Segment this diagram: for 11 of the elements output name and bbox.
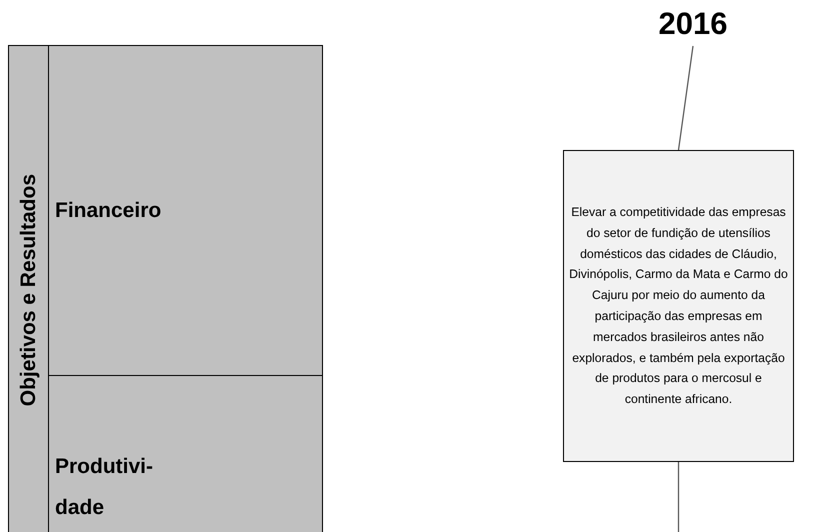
header-band	[8, 45, 49, 532]
category-cell	[48, 45, 323, 376]
category-label: Produtivi- dade	[55, 454, 154, 521]
category-cell	[48, 375, 323, 532]
vertical-heading: Objetivos e Resultados	[16, 174, 40, 406]
description-text: Elevar a competitividade das empresas do setor de fundição de utensílios domésticos das cidades de Cláudio, Divinópolis, Carmo da Mata e Carmo do Cajuru por meio do aumento da participação das empresas em mercados brasileiros antes não explorados, e também pela exportação de produtos para o mercosul e continente africano.	[568, 204, 789, 408]
text-box	[563, 150, 794, 462]
connector-line	[678, 46, 694, 150]
connector-line	[678, 462, 680, 532]
category-label: Financeiro	[55, 198, 162, 224]
year-heading: 2016	[640, 2, 746, 46]
